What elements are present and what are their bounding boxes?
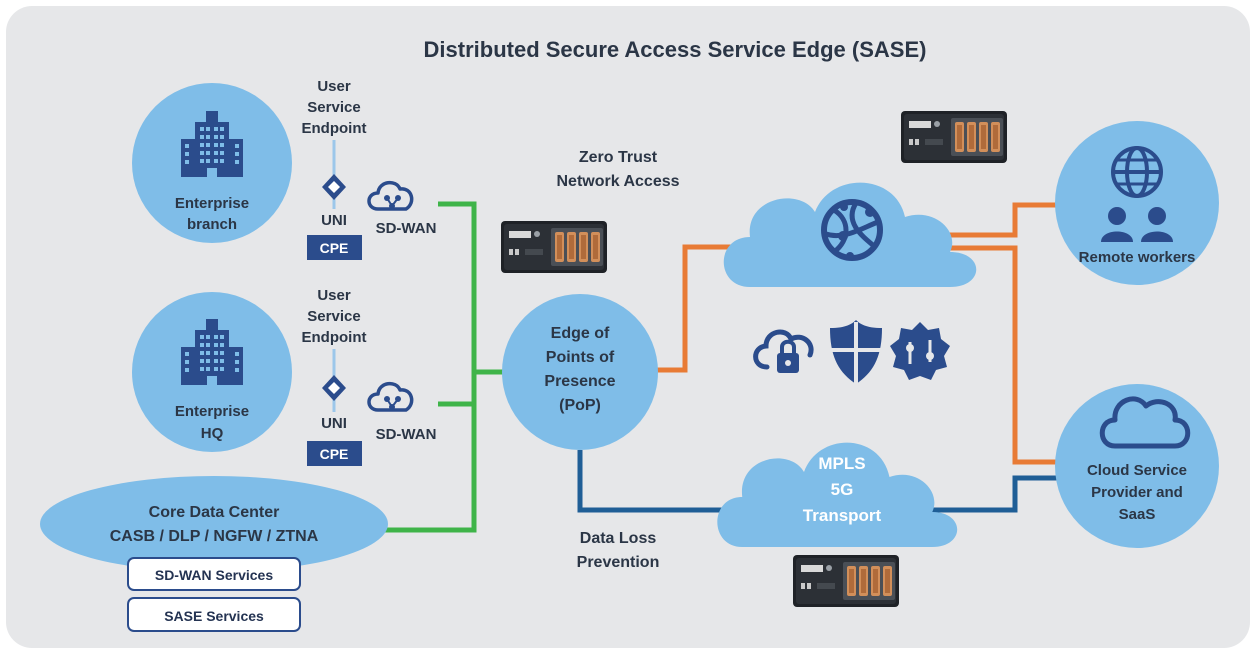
diagram-title: Distributed Secure Access Service Edge (…	[424, 37, 927, 62]
cpe-badge-branch	[307, 235, 362, 260]
svg-text:Edge of: Edge of	[551, 325, 610, 342]
svg-text:User: User	[317, 287, 351, 304]
cloud-lock-icon	[753, 329, 814, 373]
sdwan-services-box[interactable]: SD-WAN Services	[127, 557, 301, 591]
internet-cloud[interactable]	[723, 182, 977, 287]
cloud-icon	[1099, 396, 1191, 449]
appliance-icon	[901, 111, 1007, 163]
remote-workers[interactable]: Remote workers	[1055, 121, 1219, 285]
sdwan-link-branch	[438, 201, 477, 372]
svg-text:SD-WAN Services: SD-WAN Services	[155, 567, 273, 583]
svg-text:Service: Service	[307, 99, 360, 116]
mpls-transport-cloud[interactable]: MPLS 5G Transport	[717, 442, 958, 547]
enterprise-hq-label-line2: HQ	[201, 425, 224, 442]
svg-text:SaaS: SaaS	[1119, 506, 1156, 523]
remote-workers-label: Remote workers	[1079, 249, 1196, 266]
policy-gear-icon	[890, 322, 950, 380]
user-service-endpoint-branch: User Service Endpoint UNI CPE	[302, 78, 367, 260]
core-title: Core Data Center	[149, 504, 280, 521]
core-services-list: CASB / DLP / NGFW / ZTNA	[110, 528, 319, 545]
enterprise-branch-site[interactable]: Enterprise branch	[132, 83, 292, 243]
user-service-endpoint-hq: User Service Endpoint UNI CPE	[302, 287, 367, 466]
internet-globe-icon	[821, 199, 883, 261]
svg-text:5G: 5G	[831, 480, 854, 499]
users-icon	[1101, 207, 1173, 242]
svg-text:User: User	[317, 78, 351, 95]
globe-icon	[1111, 146, 1163, 198]
svg-text:Points of: Points of	[546, 349, 615, 366]
appliance-icon	[793, 555, 899, 607]
svg-text:Endpoint: Endpoint	[302, 120, 367, 137]
internet-link-remote	[945, 202, 1065, 238]
svg-text:Provider and: Provider and	[1091, 484, 1183, 501]
sdwan-label-branch: SD-WAN	[376, 220, 437, 237]
uni-label-hq: UNI	[321, 415, 347, 432]
enterprise-branch-label-line2: branch	[187, 216, 237, 233]
ztna-label-line2: Network Access	[556, 173, 679, 190]
sdwan-label-hq: SD-WAN	[376, 426, 437, 443]
ztna-label-line1: Zero Trust	[579, 149, 658, 166]
dlp-label-line2: Prevention	[577, 554, 660, 571]
cpe-label-hq: CPE	[320, 446, 349, 462]
sase-services-box[interactable]: SASE Services	[127, 597, 301, 632]
svg-text:Transport: Transport	[803, 506, 882, 525]
sdwan-link-core	[385, 369, 505, 533]
enterprise-hq-label-line1: Enterprise	[175, 403, 249, 420]
cpe-label-branch: CPE	[320, 240, 349, 256]
shield-icon	[829, 320, 883, 384]
uni-label-branch: UNI	[321, 212, 347, 229]
cloud-service-provider[interactable]: Cloud Service Provider and SaaS	[1055, 384, 1219, 548]
svg-text:(PoP): (PoP)	[559, 397, 601, 414]
enterprise-branch-label-line1: Enterprise	[175, 195, 249, 212]
svg-text:SASE Services: SASE Services	[164, 608, 264, 624]
svg-text:Endpoint: Endpoint	[302, 329, 367, 346]
svg-text:Presence: Presence	[544, 373, 615, 390]
appliance-icon	[501, 221, 607, 273]
internet-link-cloud-provider	[945, 245, 1060, 465]
dlp-label-line1: Data Loss	[580, 530, 657, 547]
core-data-center[interactable]: Core Data Center CASB / DLP / NGFW / ZTN…	[40, 476, 388, 572]
svg-text:Service: Service	[307, 308, 360, 325]
mpls-link-pop	[577, 450, 755, 513]
enterprise-hq-site[interactable]: Enterprise HQ	[132, 292, 292, 452]
mpls-link-cloud-provider	[930, 475, 1060, 513]
edge-pop[interactable]: Edge of Points of Presence (PoP)	[502, 294, 658, 450]
internet-link-pop	[655, 244, 765, 373]
svg-text:MPLS: MPLS	[818, 454, 865, 473]
svg-text:Cloud Service: Cloud Service	[1087, 462, 1187, 479]
cpe-badge-hq	[307, 441, 362, 466]
